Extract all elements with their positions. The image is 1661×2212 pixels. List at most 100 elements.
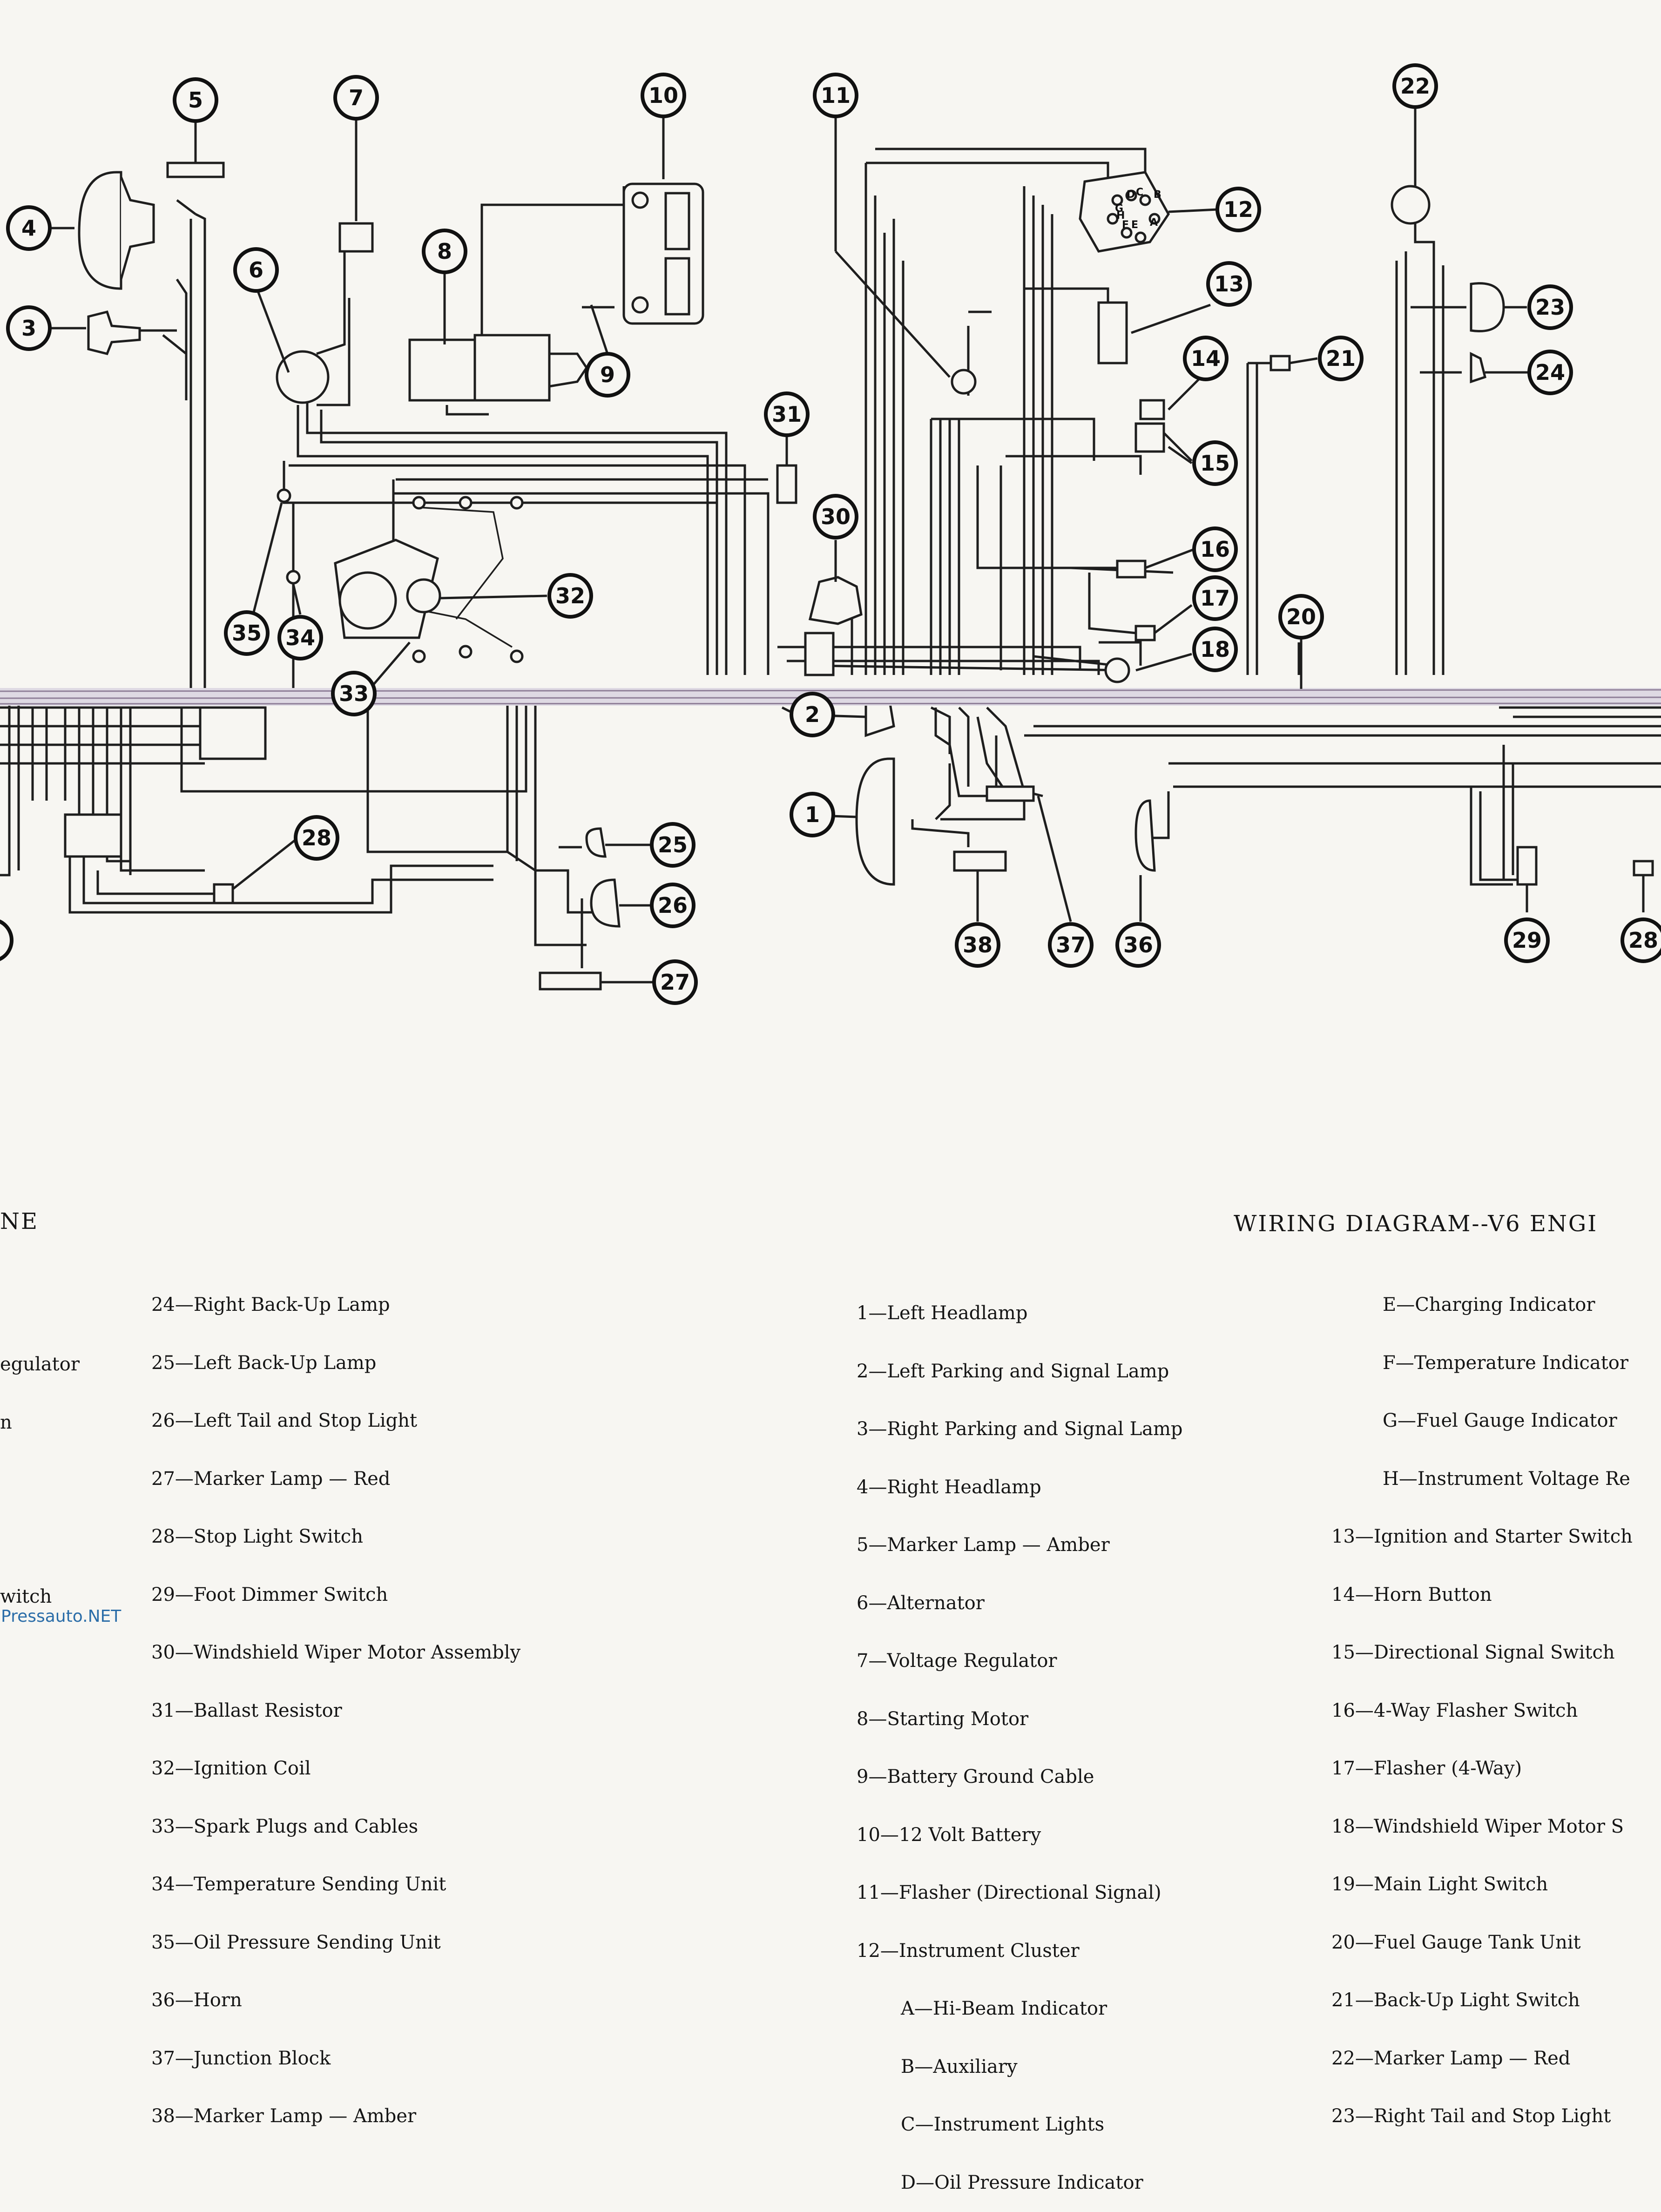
connector-letter-a: A — [1150, 217, 1158, 229]
callout-38: 38 — [955, 922, 1000, 968]
svg-text:38: 38 — [963, 932, 993, 958]
legend-subitem: E—Charging Indicator — [1383, 1294, 1595, 1315]
left-headlamp — [855, 757, 895, 886]
ballast-resistor — [776, 464, 797, 504]
legend-item: 10—12 Volt Battery — [857, 1824, 1041, 1846]
svg-text:7: 7 — [349, 85, 364, 110]
callout-22: 22 — [1392, 63, 1438, 109]
connector-letter-e: E — [1131, 219, 1138, 231]
svg-text:20: 20 — [1286, 604, 1316, 629]
temperature-sending-unit — [286, 570, 301, 585]
svg-text:28: 28 — [302, 825, 331, 850]
svg-text:2: 2 — [805, 702, 820, 727]
legend-item: 37—Junction Block — [151, 2047, 331, 2069]
svg-text:31: 31 — [772, 402, 802, 427]
callout-27: 27 — [652, 959, 698, 1005]
legend-item: 20—Fuel Gauge Tank Unit — [1331, 1931, 1581, 1953]
callout-24: 24 — [1527, 350, 1573, 395]
callout-cut-left — [0, 919, 14, 961]
battery — [622, 182, 704, 325]
starting-motor — [408, 334, 588, 402]
marker-lamp-red — [1391, 185, 1431, 225]
left-tail-stop-light — [590, 878, 621, 928]
callouts: 1 2 3 4 5 6 7 8 9 10 11 12 13 14 15 16 1… — [0, 63, 1661, 1005]
oil-pressure-sending-unit — [277, 488, 291, 503]
legend-item: 6—Alternator — [857, 1592, 985, 1614]
connector-letters: D C B A E F G H — [1115, 187, 1161, 231]
legend-fragment-switch: witch — [0, 1586, 52, 1607]
svg-text:4: 4 — [21, 216, 36, 241]
callout-14: 14 — [1183, 336, 1229, 381]
horn-button — [1139, 399, 1165, 420]
svg-text:14: 14 — [1191, 346, 1221, 371]
wiper-motor-switch — [1104, 657, 1130, 683]
connector-letter-d: D — [1127, 189, 1135, 201]
svg-text:34: 34 — [285, 625, 315, 650]
callout-34: 34 — [277, 615, 323, 661]
horn — [1134, 799, 1156, 872]
legend-subitem: C—Instrument Lights — [901, 2114, 1105, 2135]
legend-fragment-regulator: egulator — [0, 1354, 80, 1375]
callout-13: 13 — [1206, 261, 1252, 307]
legend-item: 11—Flasher (Directional Signal) — [857, 1882, 1161, 1903]
connector-letter-g: G — [1115, 203, 1123, 215]
legend-item: 26—Left Tail and Stop Light — [151, 1410, 418, 1431]
connector-letter-c: C — [1136, 187, 1143, 198]
connector-letter-h: H — [1116, 210, 1125, 222]
svg-text:3: 3 — [21, 316, 36, 341]
callout-9: 9 — [585, 352, 630, 398]
legend-item: 18—Windshield Wiper Motor S — [1331, 1815, 1624, 1837]
callout-37: 37 — [1048, 922, 1094, 968]
legend-item: 34—Temperature Sending Unit — [151, 1874, 446, 1895]
right-back-up-lamp — [1470, 351, 1486, 384]
voltage-regulator — [338, 222, 374, 253]
legend-item: 14—Horn Button — [1331, 1584, 1492, 1605]
callout-12: 12 — [1215, 187, 1261, 232]
svg-text:17: 17 — [1200, 586, 1230, 611]
legend-item: 31—Ballast Resistor — [151, 1699, 342, 1721]
svg-text:1: 1 — [805, 802, 820, 827]
callout-21: 21 — [1318, 336, 1364, 381]
legend-fragment-blank — [0, 1471, 80, 1549]
legend-subitem: D—Oil Pressure Indicator — [901, 2172, 1143, 2193]
svg-text:27: 27 — [660, 970, 690, 995]
legend-column-2: 1—Left Headlamp 2—Left Parking and Signa… — [857, 1265, 1183, 2212]
alternator — [276, 350, 330, 404]
callout-20: 20 — [1278, 594, 1324, 640]
watermark: Pressauto.NET — [1, 1607, 122, 1626]
right-headlamp — [78, 171, 155, 290]
svg-text:18: 18 — [1200, 637, 1230, 662]
legend-item: 17—Flasher (4-Way) — [1331, 1758, 1522, 1779]
stop-light-switch — [213, 883, 234, 904]
legend-subitem: F—Temperature Indicator — [1383, 1352, 1629, 1374]
callout-6: 6 — [233, 247, 279, 293]
four-way-flasher-switch — [1116, 560, 1147, 579]
legend-item: 24—Right Back-Up Lamp — [151, 1294, 390, 1315]
directional-signal-switch — [1134, 422, 1165, 453]
svg-text:35: 35 — [232, 620, 262, 646]
legend-item: 29—Foot Dimmer Switch — [151, 1584, 388, 1605]
callout-5: 5 — [173, 77, 218, 123]
svg-text:10: 10 — [648, 83, 678, 108]
windshield-wiper-motor — [804, 576, 863, 676]
legend-item: 15—Directional Signal Switch — [1331, 1642, 1615, 1663]
legend-column-3: E—Charging Indicator F—Temperature Indic… — [1331, 1257, 1633, 2145]
legend-item: 33—Spark Plugs and Cables — [151, 1815, 419, 1837]
svg-text:5: 5 — [188, 88, 203, 113]
connector-letter-f: F — [1122, 219, 1129, 231]
svg-text:16: 16 — [1200, 537, 1230, 562]
legend-column-1: 24—Right Back-Up Lamp 25—Left Back-Up La… — [151, 1257, 520, 2145]
svg-text:37: 37 — [1056, 932, 1086, 958]
callout-23: 23 — [1527, 284, 1573, 330]
legend-item: 28—Stop Light Switch — [151, 1526, 363, 1547]
legend-item: 23—Right Tail and Stop Light — [1331, 2105, 1611, 2127]
main-light-switch-block — [64, 813, 122, 858]
right-parking-lamp — [87, 310, 141, 355]
svg-text:28: 28 — [1628, 928, 1658, 953]
svg-text:36: 36 — [1123, 932, 1153, 958]
legend-item: 1—Left Headlamp — [857, 1302, 1028, 1324]
legend-item: 16—4-Way Flasher Switch — [1331, 1699, 1578, 1721]
callout-18: 18 — [1192, 627, 1238, 672]
svg-text:33: 33 — [339, 681, 369, 706]
svg-text:32: 32 — [555, 583, 585, 608]
